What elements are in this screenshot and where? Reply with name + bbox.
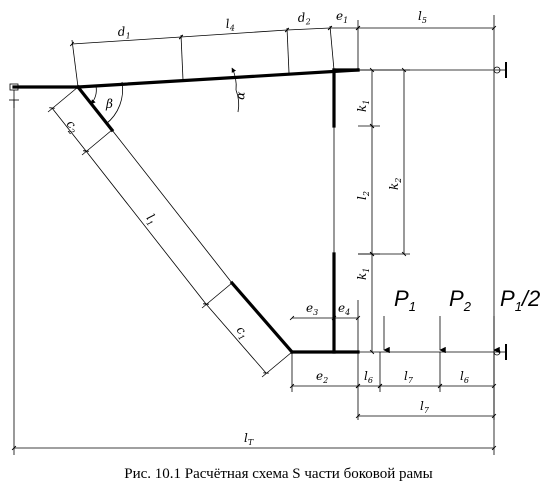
load-labels: P1 P2 P1/2 bbox=[394, 286, 540, 314]
label-p1: P1 bbox=[394, 286, 416, 314]
top-inclined-chord bbox=[76, 68, 360, 89]
label-l6-left: l6 bbox=[364, 369, 373, 385]
extension-lines bbox=[13, 15, 495, 455]
label-k1-bottom: k1 bbox=[355, 268, 371, 280]
label-e2: e2 bbox=[316, 369, 328, 385]
diagonal-strut-bottom bbox=[229, 280, 295, 355]
label-l6-right: l6 bbox=[460, 369, 469, 385]
diagonal-strut-top bbox=[75, 84, 115, 133]
label-l5: l5 bbox=[418, 9, 427, 25]
label-k1-top: k1 bbox=[355, 100, 371, 112]
label-lT: lT bbox=[244, 431, 254, 447]
label-l7-lower: l7 bbox=[420, 399, 430, 415]
label-e1: e1 bbox=[336, 9, 348, 25]
label-l4: l4 bbox=[225, 16, 235, 33]
label-d2: d2 bbox=[297, 10, 311, 27]
label-e4: e4 bbox=[338, 301, 350, 317]
frame-design-diagram: d1 l4 d2 e1 l5 β α c2 l1 c1 k1 l2 k1 k2 … bbox=[9, 9, 540, 455]
frame-structure bbox=[12, 68, 500, 355]
label-alpha: α bbox=[233, 91, 248, 100]
dimension-labels: d1 l4 d2 e1 l5 β α c2 l1 c1 k1 l2 k1 k2 … bbox=[62, 9, 469, 447]
label-beta: β bbox=[105, 97, 113, 111]
label-l7-mid: l7 bbox=[404, 369, 414, 385]
load-arrows bbox=[383, 316, 500, 354]
label-e3: e3 bbox=[306, 301, 318, 317]
figure-caption: Рис. 10.1 Расчётная схема S части боково… bbox=[124, 466, 433, 482]
angle-marks bbox=[90, 67, 240, 125]
label-k2: k2 bbox=[387, 178, 403, 190]
label-c1: c1 bbox=[232, 323, 252, 342]
label-l1: l1 bbox=[142, 211, 160, 228]
label-c2: c2 bbox=[62, 117, 82, 136]
label-p2: P2 bbox=[449, 286, 472, 314]
label-l2: l2 bbox=[355, 191, 371, 200]
dimension-lines bbox=[11, 25, 497, 451]
label-d1: d1 bbox=[117, 24, 131, 41]
label-p3: P1/2 bbox=[500, 286, 540, 314]
